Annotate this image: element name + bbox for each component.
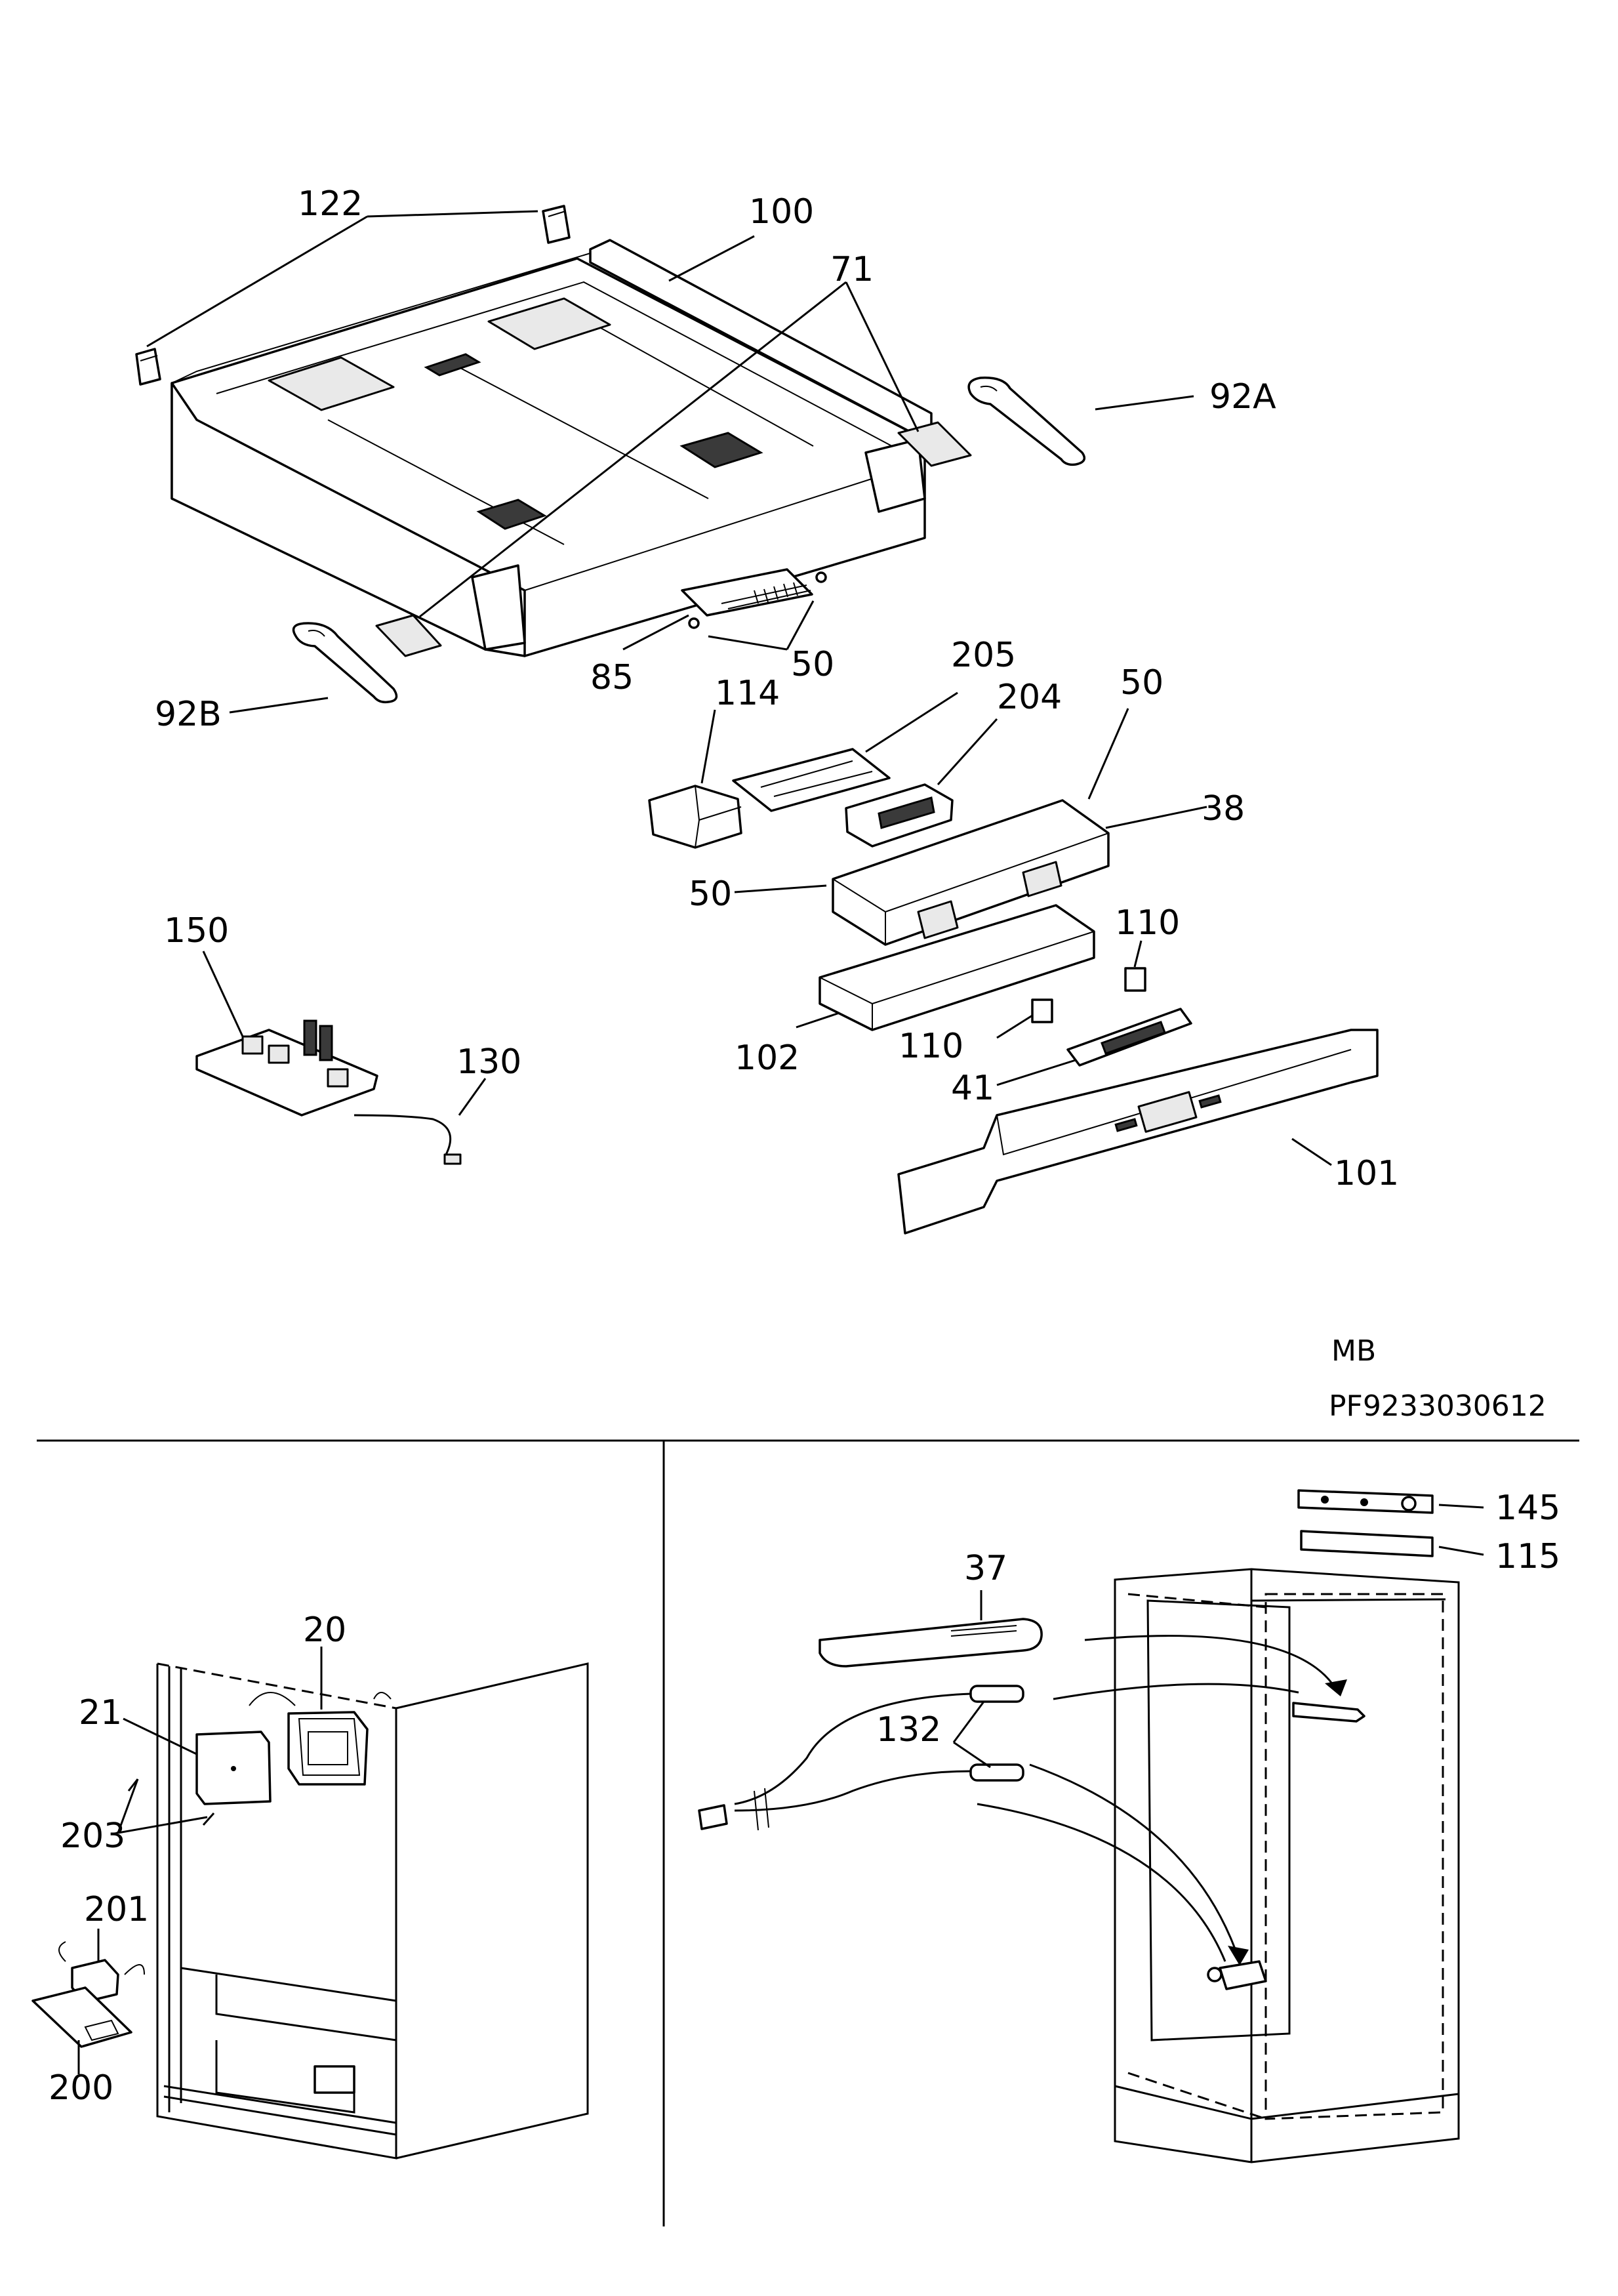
label-41: 41 <box>951 1069 994 1108</box>
label-204: 204 <box>997 678 1062 717</box>
housing-38 <box>832 799 1110 946</box>
sensor-holder-37 <box>819 1618 1043 1668</box>
label-100: 100 <box>749 192 814 232</box>
model-code: MB <box>1331 1334 1376 1368</box>
label-115: 115 <box>1495 1537 1560 1576</box>
label-145: 145 <box>1495 1488 1560 1528</box>
part-number: PF9233030612 <box>1329 1389 1547 1423</box>
label-114: 114 <box>715 674 780 713</box>
pcb-205 <box>732 748 891 812</box>
clip-110-right <box>1124 967 1146 992</box>
label-85: 85 <box>590 658 634 697</box>
label-37: 37 <box>964 1549 1007 1588</box>
label-132: 132 <box>876 1710 941 1750</box>
part-labels-bottom-right: 37 132 145 115 <box>876 1488 1560 1750</box>
strip-115 <box>1300 1530 1434 1557</box>
part-labels-top: 122 100 71 92A 92B 85 50 205 114 204 50 … <box>155 184 1399 1193</box>
label-200: 200 <box>49 2068 113 2108</box>
label-92B: 92B <box>155 695 222 734</box>
label-110-lower: 110 <box>899 1027 963 1066</box>
install-arrows <box>977 1635 1347 1965</box>
screw-203-b <box>202 1813 215 1826</box>
label-150: 150 <box>164 911 229 951</box>
tool-92A <box>967 377 1086 466</box>
tool-92B <box>292 622 398 704</box>
control-module-assembly <box>648 748 1379 1235</box>
sensor-cable-132 <box>734 1692 971 1805</box>
clip-122-right <box>542 205 571 244</box>
cable-130 <box>354 1114 454 1162</box>
top-cover-assembly <box>135 205 1086 704</box>
clip-110-left <box>1031 998 1053 1023</box>
label-21: 21 <box>79 1693 122 1732</box>
leader-lines-bottom-right <box>952 1504 1484 1769</box>
pad-71-right <box>897 421 972 467</box>
lamp-housing-20 <box>287 1711 369 1786</box>
label-203: 203 <box>60 1816 125 1856</box>
label-92A: 92A <box>1209 377 1276 417</box>
label-101: 101 <box>1334 1154 1399 1193</box>
label-50-right: 50 <box>1120 663 1163 703</box>
part-labels-bottom-left: 20 21 203 201 200 <box>49 1610 346 2108</box>
leader-lines-top <box>146 210 1332 1166</box>
label-110-upper: 110 <box>1115 903 1180 943</box>
label-205: 205 <box>951 636 1016 675</box>
label-201: 201 <box>84 1890 149 1929</box>
label-38: 38 <box>1202 789 1245 829</box>
bracket-200 <box>31 1986 132 2048</box>
label-102: 102 <box>735 1038 799 1078</box>
pad-71-left <box>375 614 442 657</box>
cabinet-front-assembly <box>698 1489 1460 2163</box>
box-114 <box>648 785 742 849</box>
label-50-left: 50 <box>689 874 732 914</box>
label-130: 130 <box>456 1042 521 1082</box>
label-122: 122 <box>298 184 363 224</box>
label-50-top: 50 <box>791 645 834 684</box>
front-panel-101 <box>897 1029 1379 1235</box>
clip-122-left <box>135 348 161 386</box>
leader-lines-bottom-left <box>77 1647 323 2074</box>
heater-plate-85 <box>681 568 813 617</box>
label-71: 71 <box>830 250 874 289</box>
power-board-150 <box>195 1019 378 1117</box>
label-20: 20 <box>303 1610 346 1650</box>
